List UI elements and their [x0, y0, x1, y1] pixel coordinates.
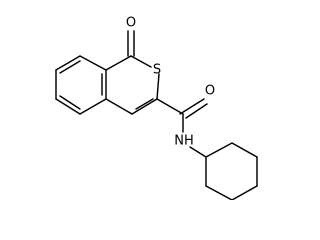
- bond: [231, 185, 258, 200]
- bond: [156, 73, 160, 100]
- amide-nitrogen-label: NH: [174, 134, 194, 149]
- bond: [189, 146, 207, 158]
- bond: [179, 98, 205, 115]
- bond: [130, 55, 152, 68]
- bond: [55, 98, 81, 115]
- bond: [135, 98, 154, 110]
- bond: [231, 142, 258, 158]
- atom-labels: O S O NH: [126, 16, 215, 149]
- bond: [79, 55, 107, 71]
- bond: [105, 55, 132, 71]
- bond: [185, 103, 208, 119]
- amide-oxygen-label: O: [205, 84, 215, 99]
- bond: [205, 185, 233, 200]
- bond: [131, 98, 158, 115]
- molecule-diagram: O S O NH: [55, 15, 258, 200]
- bond: [59, 95, 81, 110]
- bond: [55, 55, 81, 71]
- bond: [59, 60, 81, 74]
- sulfur-label: S: [153, 63, 161, 78]
- bond: [205, 142, 233, 158]
- bond: [105, 98, 133, 115]
- oxygen-label: O: [126, 16, 136, 31]
- bond: [79, 98, 107, 115]
- bond-lines: [55, 30, 258, 200]
- bond: [156, 98, 184, 115]
